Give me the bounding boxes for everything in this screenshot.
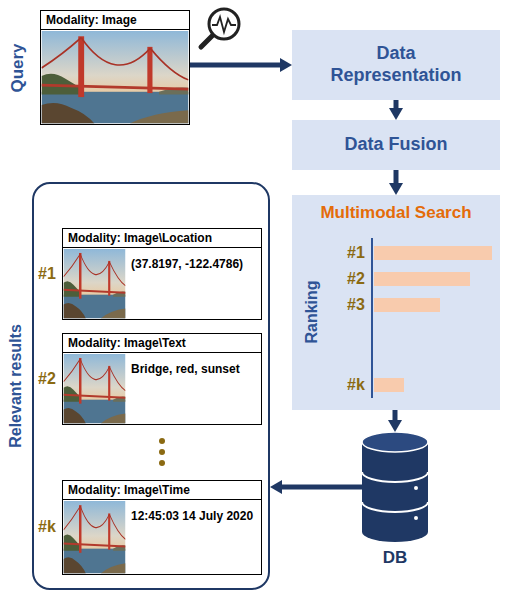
flow-arrow	[282, 485, 362, 490]
result-number: #1	[38, 265, 56, 283]
rank-number: #1	[347, 244, 365, 262]
axis-label: Ranking	[303, 280, 321, 343]
magnifier-icon	[201, 9, 239, 47]
flow-arrow	[394, 170, 399, 183]
card-header: Modality: Image	[41, 11, 189, 30]
card-value: (37.8197, -122.4786)	[131, 256, 257, 272]
process-box: Data Representation	[292, 30, 500, 100]
ellipsis-dots	[159, 438, 165, 466]
card-value: 12:45:03 14 July 2020	[131, 508, 257, 524]
database-icon	[362, 432, 428, 542]
bridge-photo	[42, 31, 189, 124]
process-label: Data Representation	[321, 43, 471, 86]
result-number: #2	[38, 370, 56, 388]
flow-arrow	[190, 63, 280, 68]
flow-arrow	[393, 410, 398, 420]
card-value: Bridge, red, sunset	[131, 361, 257, 377]
rank-number: #k	[347, 376, 365, 394]
bridge-photo	[64, 354, 126, 424]
db-label: DB	[362, 548, 428, 568]
result-number: #k	[38, 518, 56, 536]
bridge-photo	[64, 249, 126, 319]
card-header: Modality: Image\Text	[63, 334, 261, 353]
card-header: Modality: Image\Time	[63, 481, 261, 500]
bridge-photo	[64, 501, 126, 574]
process-label: Data Fusion	[344, 134, 447, 156]
side-label: Query	[9, 43, 28, 92]
panel-title: Multimodal Search	[292, 203, 500, 223]
rank-number: #3	[347, 296, 365, 314]
card-header: Modality: Image\Location	[63, 229, 261, 248]
process-box: Data Fusion	[292, 120, 500, 170]
flow-arrow	[394, 100, 399, 108]
rank-number: #2	[347, 270, 365, 288]
side-label: Relevant results	[7, 324, 25, 448]
